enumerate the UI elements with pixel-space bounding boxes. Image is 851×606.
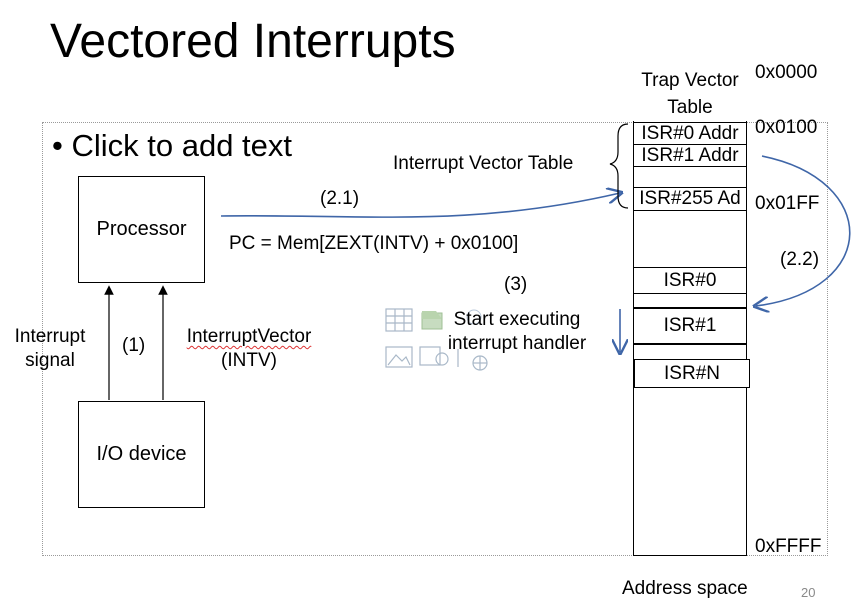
bullet-placeholder-label: Click to add text (71, 128, 293, 163)
online-picture-icon[interactable] (419, 346, 449, 366)
page-number: 20 (801, 585, 816, 600)
step-3-label: (3) (504, 274, 528, 295)
isr0-addr-cell: ISR#0 Addr (633, 122, 747, 145)
ivt-label: Interrupt Vector Table (393, 153, 574, 174)
video-icon[interactable] (457, 349, 488, 371)
bullet-placeholder-text[interactable]: • Click to add text (52, 126, 292, 166)
address-0x01ff: 0x01FF (755, 193, 820, 214)
trap-vector-table-cell: Trap Vector Table (633, 66, 747, 121)
picture-icon[interactable] (385, 346, 413, 368)
interrupt-vector-line1: InterruptVector (186, 326, 312, 347)
address-0x0100: 0x0100 (755, 117, 818, 138)
placeholder-insert-icons (384, 307, 494, 373)
processor-label: Processor (96, 218, 187, 240)
interrupt-signal-label: Interrupt signal (4, 325, 96, 373)
step-2-1-label: (2.1) (320, 188, 360, 209)
ivt-brace (609, 123, 629, 209)
isr1-cell: ISR#1 (633, 308, 747, 344)
bullet-dot: • (52, 128, 63, 163)
io-device-label: I/O device (96, 443, 187, 465)
step-2-1-arrow (220, 193, 620, 218)
io-device-box: I/O device (78, 401, 205, 508)
address-space-column: Trap Vector Table ISR#0 Addr ISR#1 Addr … (633, 66, 750, 556)
processor-box: Processor (78, 176, 205, 283)
interrupt-vector-label: InterruptVector (INTV) (174, 325, 324, 373)
start-executing-line2: interrupt handler (447, 333, 587, 354)
step-2-2-label: (2.2) (780, 249, 820, 270)
insert-icons-svg (385, 308, 488, 371)
interrupt-signal-line1: Interrupt (14, 326, 86, 347)
isr255-addr-cell: ISR#255 Ad (633, 187, 747, 211)
trap-vector-line2: Table (667, 96, 713, 118)
address-0xffff: 0xFFFF (755, 536, 822, 557)
interrupt-vector-line2: (INTV) (221, 350, 277, 371)
isr0-cell: ISR#0 (633, 267, 747, 294)
start-executing-line1: Start executing (453, 309, 581, 330)
pc-formula: PC = Mem[ZEXT(INTV) + 0x0100] (229, 233, 519, 254)
isr1-addr-cell: ISR#1 Addr (633, 144, 747, 167)
chart-icon[interactable] (421, 309, 482, 330)
content-placeholder[interactable] (42, 122, 828, 556)
slide-title: Vectored Interrupts (50, 15, 456, 68)
step-1-label: (1) (122, 335, 146, 356)
address-0x0000: 0x0000 (755, 62, 818, 83)
memory-gap-cell (633, 293, 747, 308)
step-2-2-arrow (756, 155, 851, 306)
table-icon[interactable] (385, 308, 413, 332)
start-executing-label: Start executing interrupt handler (434, 308, 600, 356)
isrn-cell: ISR#N (634, 359, 750, 388)
trap-vector-line1: Trap Vector (641, 69, 739, 91)
address-space-label: Address space (622, 578, 748, 599)
interrupt-signal-line2: signal (25, 350, 75, 371)
